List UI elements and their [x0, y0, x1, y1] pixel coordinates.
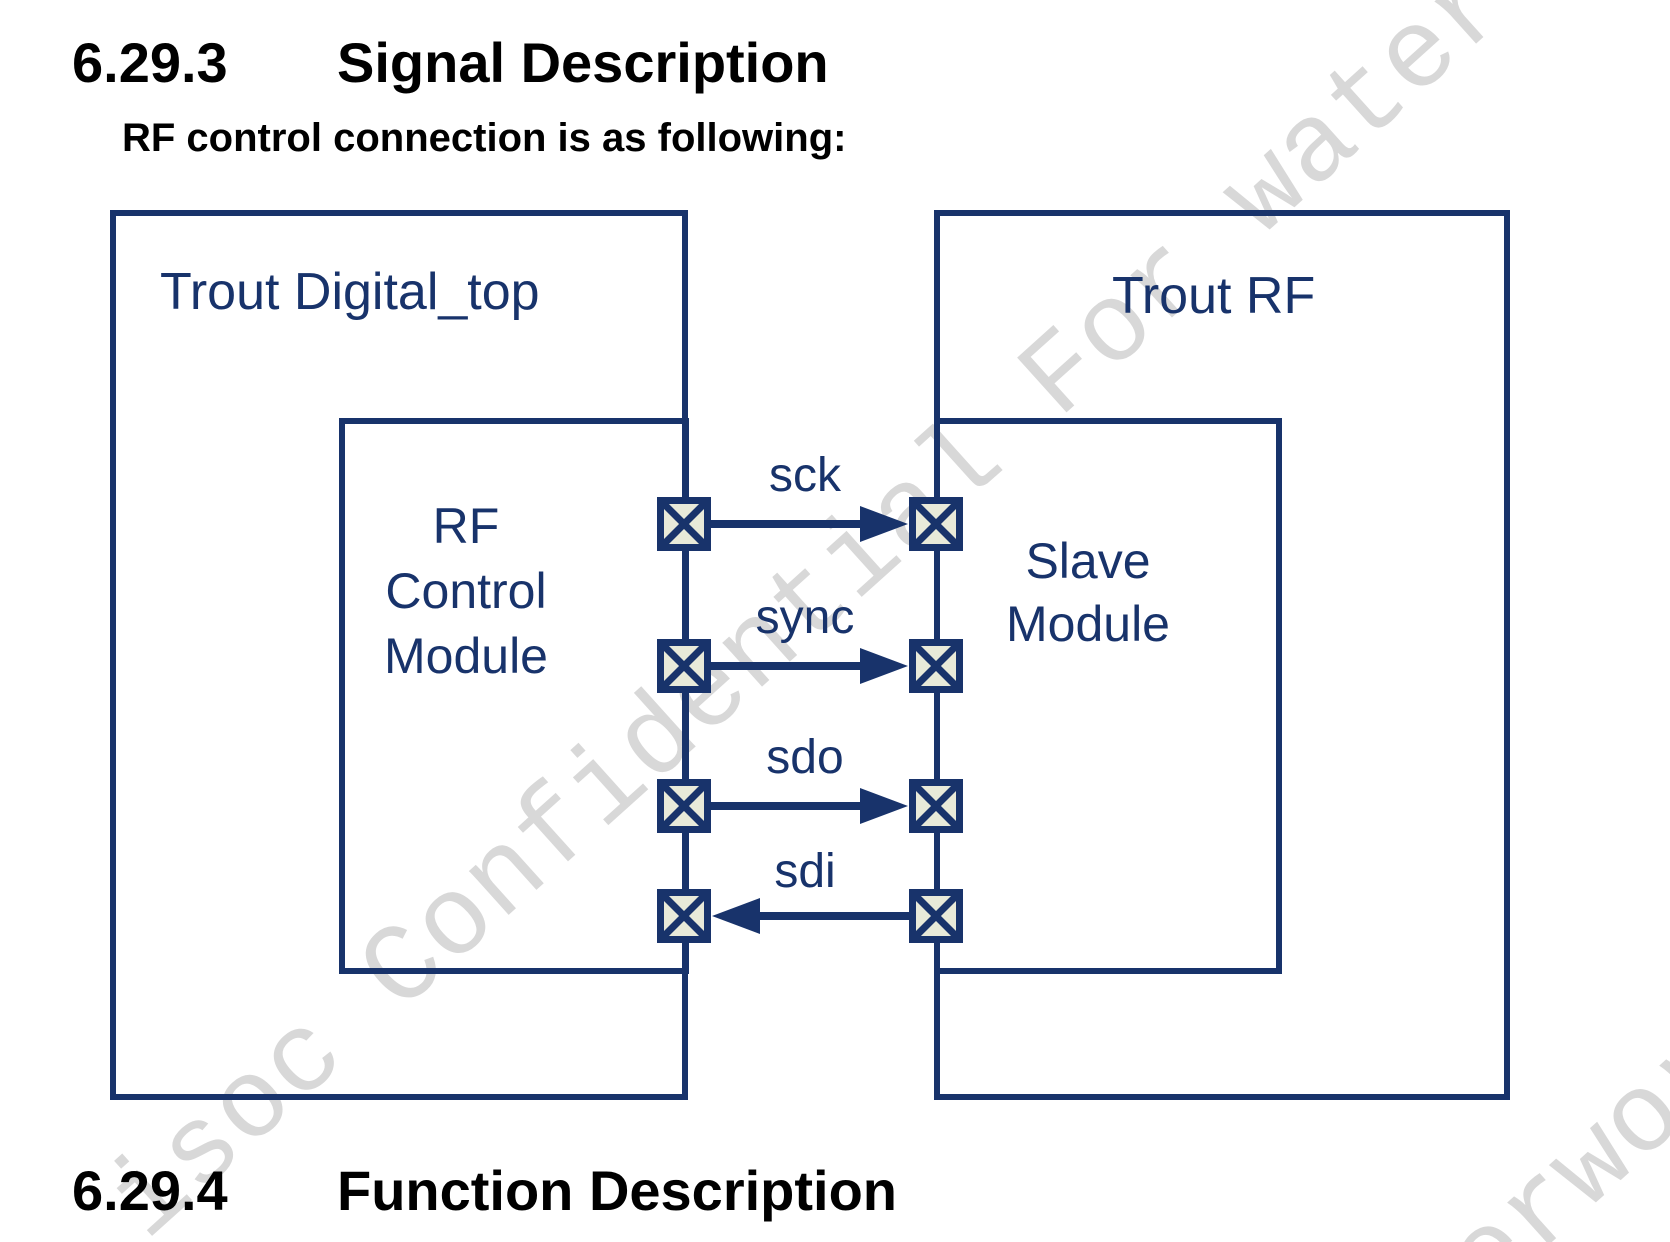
slave-module-label: Slave Module — [955, 530, 1221, 656]
rf-control-module-label-line: Control — [385, 563, 547, 619]
intro-text: RF control connection is as following: — [122, 116, 847, 160]
arrowhead-sdi-icon — [712, 898, 760, 934]
signal-wire-sck — [706, 520, 866, 528]
box-rf-control-module — [339, 418, 689, 974]
trout-rf-label: Trout RF — [1112, 267, 1316, 325]
port-sck-right-icon — [909, 497, 963, 551]
signal-label-sdi: sdi — [774, 845, 836, 898]
section-heading-number: 6.29.3 — [72, 31, 228, 94]
signal-wire-sync — [706, 662, 866, 670]
section-heading: 6.29.3 Signal Description — [72, 30, 829, 95]
arrowhead-sdo-icon — [860, 788, 908, 824]
box-slave-module — [934, 418, 1282, 974]
arrowhead-sck-icon — [860, 506, 908, 542]
section-heading-title: Function Description — [337, 1159, 897, 1222]
port-sdo-left-icon — [657, 779, 711, 833]
section-heading: 6.29.4 Function Description — [72, 1158, 897, 1223]
slave-module-label-line: Module — [1006, 596, 1170, 652]
arrowhead-sync-icon — [860, 648, 908, 684]
signal-label-sync: sync — [755, 591, 855, 644]
rf-control-module-label-line: Module — [384, 628, 548, 684]
slave-module-label-line: Slave — [1025, 533, 1151, 589]
signal-wire-sdo — [706, 802, 866, 810]
section-heading-title: Signal Description — [337, 31, 829, 94]
signal-wire-sdi — [757, 912, 914, 920]
port-sck-left-icon — [657, 497, 711, 551]
port-sync-left-icon — [657, 639, 711, 693]
trout-digital-top-label: Trout Digital_top — [160, 263, 540, 321]
rf-control-module-label: RF Control Module — [330, 494, 602, 689]
signal-label-sck: sck — [769, 449, 841, 502]
port-sync-right-icon — [909, 639, 963, 693]
section-heading-number: 6.29.4 — [72, 1159, 228, 1222]
port-sdo-right-icon — [909, 779, 963, 833]
rf-control-module-label-line: RF — [432, 498, 500, 554]
port-sdi-right-icon — [909, 889, 963, 943]
port-sdi-left-icon — [657, 889, 711, 943]
signal-label-sdo: sdo — [766, 731, 844, 784]
